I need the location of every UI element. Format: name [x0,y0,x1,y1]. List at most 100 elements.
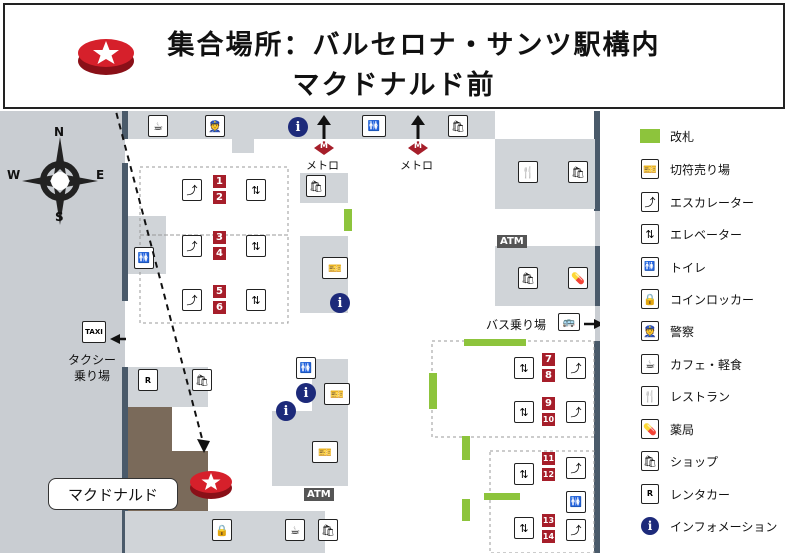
legend-label: レンタカー [670,487,731,502]
elevator-icon: ⇅ [641,224,659,244]
shop-icon: 🛍 [306,175,326,197]
meeting-point-marker-icon [190,471,232,499]
information-icon: i [641,517,659,535]
police-icon: 👮 [641,321,659,341]
toilet-icon: 🚻 [641,257,659,277]
metro-badge-1: M [320,141,328,150]
shop-icon: 🛍 [518,267,538,289]
legend-item-toilet: 🚻 トイレ [640,255,706,279]
legend-label: 警察 [670,324,695,339]
title-line-1: 集合場所：バルセロナ・サンツ駅構内 [167,30,661,61]
escalator-icon: ⤴ [641,192,659,212]
title-banner: 集合場所：バルセロナ・サンツ駅構内 マクドナルド前 [3,3,785,109]
taxi-label-1: タクシー [68,353,117,367]
platform-12: 12 [542,468,555,481]
ticket-icon: 🎫 [312,441,338,463]
escalator-icon: ⤴ [182,235,202,257]
platform-9: 9 [542,397,555,410]
escalator-icon: ⤴ [182,289,202,311]
mcdonalds-label: マクドナルド [48,478,178,510]
platform-5: 5 [213,285,226,298]
pharmacy-icon: 💊 [568,267,588,289]
gate-icon [640,129,660,143]
legend-item-elevator: ⇅ エレベーター [640,222,742,246]
escalator-icon: ⤴ [566,401,586,423]
elevator-icon: ⇅ [514,401,534,423]
compass-e: E [96,168,105,182]
elevator-icon: ⇅ [514,357,534,379]
legend: 改札 🎫 切符売り場 ⤴ エスカレーター ⇅ エレベーター 🚻 トイレ 🔒 コイ… [600,111,790,553]
legend-item-information: i インフォメーション [640,514,777,538]
legend-label: 切符売り場 [670,162,731,177]
atm-label-1: ATM [497,235,527,248]
platform-14: 14 [542,530,555,543]
toilet-icon: 🚻 [134,247,154,269]
elevator-icon: ⇅ [246,235,266,257]
rental-badge: R [646,489,654,498]
toilet-icon: 🚻 [362,115,386,137]
platform-3: 3 [213,231,226,244]
rental-car-icon: R [138,369,158,391]
compass-icon [22,137,98,225]
legend-item-shop: 🛍 ショップ [640,449,718,473]
taxi-badge: TAXI [85,328,103,336]
elevator-icon: ⇅ [514,517,534,539]
platform-6: 6 [213,301,226,314]
legend-item-gate: 改札 [640,124,694,148]
platform-1: 1 [213,175,226,188]
restaurant-icon: 🍴 [641,386,659,406]
rental-car-icon: R [641,484,659,504]
platform-10: 10 [542,413,555,426]
platform-8: 8 [542,369,555,382]
legend-label: エレベーター [670,227,743,242]
locker-icon: 🔒 [212,519,232,541]
ticket-icon: 🎫 [322,257,348,279]
toilet-icon: 🚻 [566,491,586,513]
rental-badge: R [144,375,152,385]
ticket-icon: 🎫 [641,159,659,179]
legend-label: レストラン [670,389,731,404]
legend-label: インフォメーション [670,519,778,534]
legend-item-pharmacy: 💊 薬局 [640,417,694,441]
information-icon: i [288,117,308,137]
bus-icon: 🚌 [558,313,580,331]
toilet-icon: 🚻 [296,357,316,379]
platform-11: 11 [542,452,555,465]
shop-icon: 🛍 [641,451,659,471]
legend-item-restaurant: 🍴 レストラン [640,384,730,408]
pharmacy-icon: 💊 [641,419,659,439]
elevator-icon: ⇅ [514,463,534,485]
legend-label: 薬局 [670,422,695,437]
legend-label: トイレ [670,260,707,275]
legend-label: カフェ・軽食 [670,357,743,372]
police-icon: 👮 [205,115,225,137]
cafe-icon: ☕ [148,115,168,137]
platform-4: 4 [213,247,226,260]
legend-item-police: 👮 警察 [640,319,694,343]
escalator-icon: ⤴ [182,179,202,201]
meeting-point-marker-icon [78,39,134,75]
legend-item-locker: 🔒 コインロッカー [640,287,754,311]
escalator-icon: ⤴ [566,457,586,479]
metro-badge-2: M [414,141,422,150]
compass-n: N [54,125,65,139]
platform-2: 2 [213,191,226,204]
metro-badge-icon [314,141,334,155]
shop-icon: 🛍 [448,115,468,137]
legend-item-cafe: ☕ カフェ・軽食 [640,352,742,376]
compass-s: S [55,210,64,224]
escalator-icon: ⤴ [566,519,586,541]
metro-label-2: メトロ [400,159,433,172]
legend-label: エスカレーター [670,195,755,210]
ticket-icon: 🎫 [324,383,350,405]
legend-item-rental-car: R レンタカー [640,482,730,506]
legend-label: ショップ [670,454,719,469]
elevator-icon: ⇅ [246,179,266,201]
shop-icon: 🛍 [192,369,212,391]
metro-label-1: メトロ [306,159,339,172]
bus-label: バス乗り場 [486,318,547,332]
restaurant-icon: 🍴 [518,161,538,183]
taxi-icon: TAXI [82,321,106,343]
information-icon: i [330,293,350,313]
legend-label: コインロッカー [670,292,755,307]
